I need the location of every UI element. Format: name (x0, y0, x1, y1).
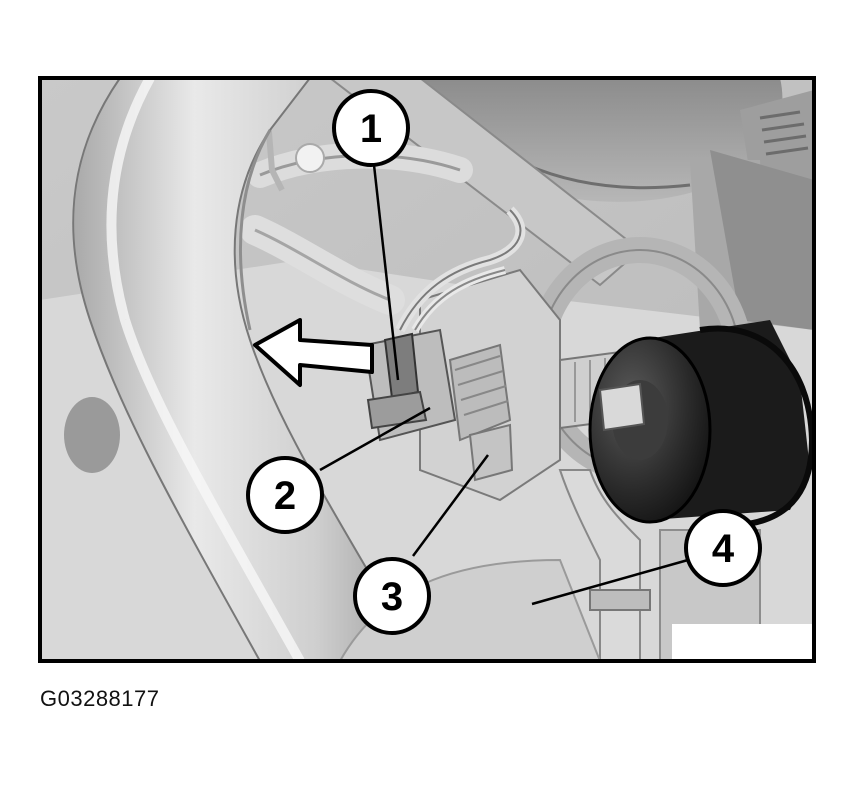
callout-3: 3 (353, 557, 431, 635)
svg-text:1: 1 (360, 107, 382, 151)
svg-text:2: 2 (274, 474, 296, 518)
callout-2: 2 (246, 456, 324, 534)
svg-text:3: 3 (381, 575, 403, 619)
figure-frame (38, 76, 816, 663)
removal-direction-arrow (253, 318, 374, 387)
figure-code: G03288177 (40, 686, 160, 711)
callout-4: 4 (684, 509, 762, 587)
component-illustration (40, 78, 814, 661)
callout-1: 1 (332, 89, 410, 167)
leader-lines (319, 164, 689, 606)
svg-text:4: 4 (712, 527, 735, 571)
